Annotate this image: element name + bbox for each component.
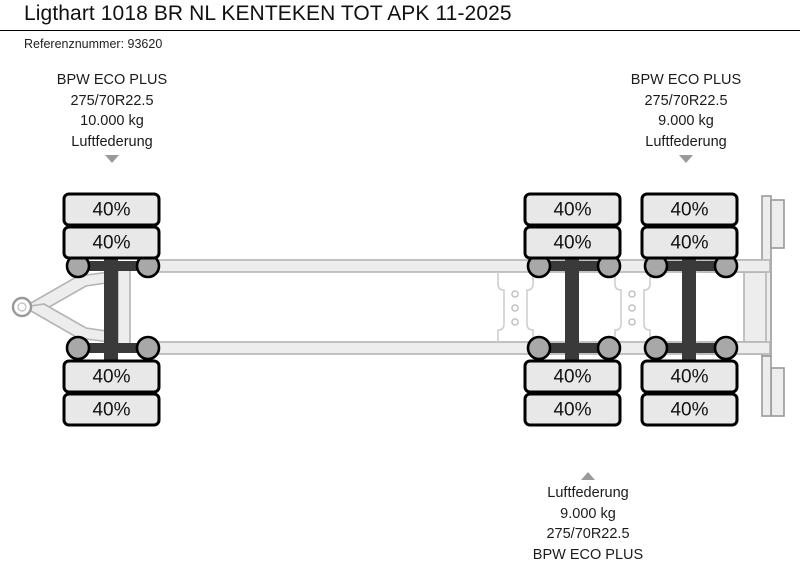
axle-group-2: 40% 40% 40% 40% bbox=[525, 194, 620, 425]
tire-badge-label: 40% bbox=[670, 400, 708, 421]
hub-bottom-right-3 bbox=[715, 337, 737, 359]
tire-badge-axle2-top-inner[interactable]: 40% bbox=[525, 227, 620, 258]
bogie-plate-edge-right bbox=[527, 272, 533, 342]
drawbar-eye-inner bbox=[18, 303, 26, 311]
tire-badge-axle2-top-outer[interactable]: 40% bbox=[525, 194, 620, 225]
tire-badge-label: 40% bbox=[670, 233, 708, 254]
hub-bottom-right-2 bbox=[598, 337, 620, 359]
tire-badge-axle3-top-outer[interactable]: 40% bbox=[642, 194, 737, 225]
bogie-plate-edge-left bbox=[615, 272, 621, 342]
axle-group-3: 40% 40% 40% 40% bbox=[642, 194, 737, 425]
tire-badge-axle1-top-inner[interactable]: 40% bbox=[64, 227, 159, 258]
tire-badge-label: 40% bbox=[670, 367, 708, 388]
tire-badge-label: 40% bbox=[553, 367, 591, 388]
axle-group-1: 40% 40% 40% 40% bbox=[64, 194, 159, 425]
tire-badge-axle1-bottom-outer[interactable]: 40% bbox=[64, 394, 159, 425]
bolt-hole bbox=[629, 305, 635, 311]
drawbar-cross-member bbox=[118, 266, 130, 348]
tire-badge-label: 40% bbox=[92, 200, 130, 221]
rear-lamp-upper bbox=[771, 200, 784, 248]
bolt-hole bbox=[629, 291, 635, 297]
rear-vertical-post-lower bbox=[762, 356, 771, 416]
tire-badge-axle3-top-inner[interactable]: 40% bbox=[642, 227, 737, 258]
hub-bottom-left-1 bbox=[67, 337, 89, 359]
bolt-hole bbox=[512, 319, 518, 325]
rear-lamp-lower bbox=[771, 368, 784, 416]
tire-badge-label: 40% bbox=[92, 400, 130, 421]
tire-badge-axle3-bottom-inner[interactable]: 40% bbox=[642, 361, 737, 392]
chassis-frame bbox=[150, 260, 770, 354]
bogie-plate-edge-right bbox=[644, 272, 650, 342]
hub-bottom-right-1 bbox=[137, 337, 159, 359]
tire-badge-axle2-bottom-outer[interactable]: 40% bbox=[525, 394, 620, 425]
bolt-hole bbox=[512, 305, 518, 311]
tire-badge-label: 40% bbox=[92, 367, 130, 388]
tire-badge-axle1-bottom-inner[interactable]: 40% bbox=[64, 361, 159, 392]
bogie-plate-edge-left bbox=[498, 272, 504, 342]
tire-badge-label: 40% bbox=[553, 233, 591, 254]
hub-bottom-left-2 bbox=[528, 337, 550, 359]
tire-badge-axle3-bottom-outer[interactable]: 40% bbox=[642, 394, 737, 425]
tire-badge-axle1-top-outer[interactable]: 40% bbox=[64, 194, 159, 225]
trailer-spec-page: Ligthart 1018 BR NL KENTEKEN TOT APK 11-… bbox=[0, 0, 800, 552]
tire-badge-label: 40% bbox=[92, 233, 130, 254]
tire-badge-axle2-bottom-inner[interactable]: 40% bbox=[525, 361, 620, 392]
bolt-hole bbox=[629, 319, 635, 325]
trailer-diagram: 40% 40% 40% 40% bbox=[0, 0, 800, 552]
tire-badge-label: 40% bbox=[553, 400, 591, 421]
bolt-hole bbox=[512, 291, 518, 297]
tire-badge-label: 40% bbox=[553, 200, 591, 221]
rear-cross-member bbox=[744, 272, 766, 342]
hub-bottom-left-3 bbox=[645, 337, 667, 359]
tire-badge-label: 40% bbox=[670, 200, 708, 221]
